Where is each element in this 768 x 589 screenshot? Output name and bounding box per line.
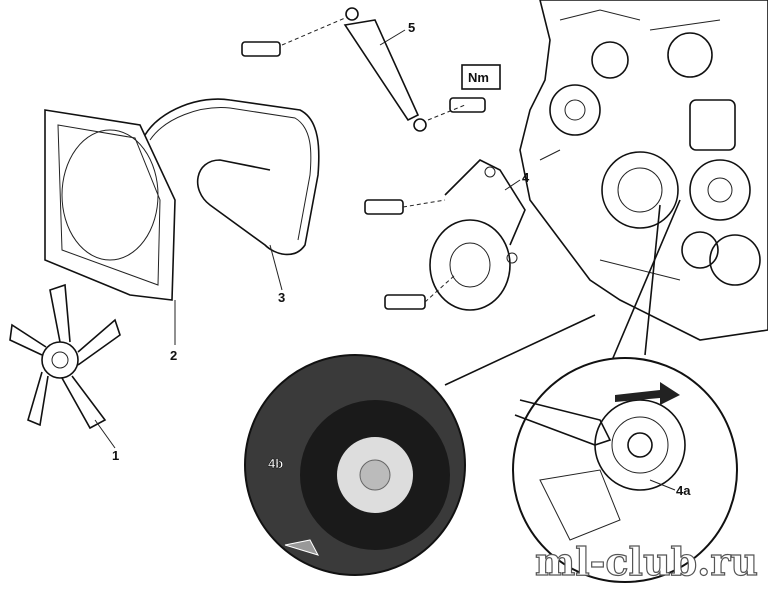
fan bbox=[9, 283, 121, 449]
label-fan-shroud: 2 bbox=[170, 348, 177, 363]
tensioner-detail-view bbox=[512, 199, 738, 583]
label-tensioner: 4 bbox=[522, 170, 530, 185]
label-damper: 5 bbox=[408, 20, 415, 35]
label-fan: 1 bbox=[112, 448, 119, 463]
drive-belt bbox=[144, 98, 320, 291]
watermark: ml-club.ru bbox=[535, 539, 758, 584]
pulley-detail-view bbox=[244, 314, 596, 576]
tensioner bbox=[364, 159, 526, 311]
fan-shroud bbox=[44, 109, 176, 345]
engine-block bbox=[519, 0, 768, 341]
label-drive-belt: 3 bbox=[278, 290, 285, 305]
label-tensioner-detail: 4a bbox=[676, 483, 691, 498]
label-torque: Nm bbox=[468, 70, 489, 85]
label-pulley-detail: 4b bbox=[268, 456, 283, 471]
torque-marker-box bbox=[461, 64, 501, 90]
damper bbox=[241, 7, 486, 132]
